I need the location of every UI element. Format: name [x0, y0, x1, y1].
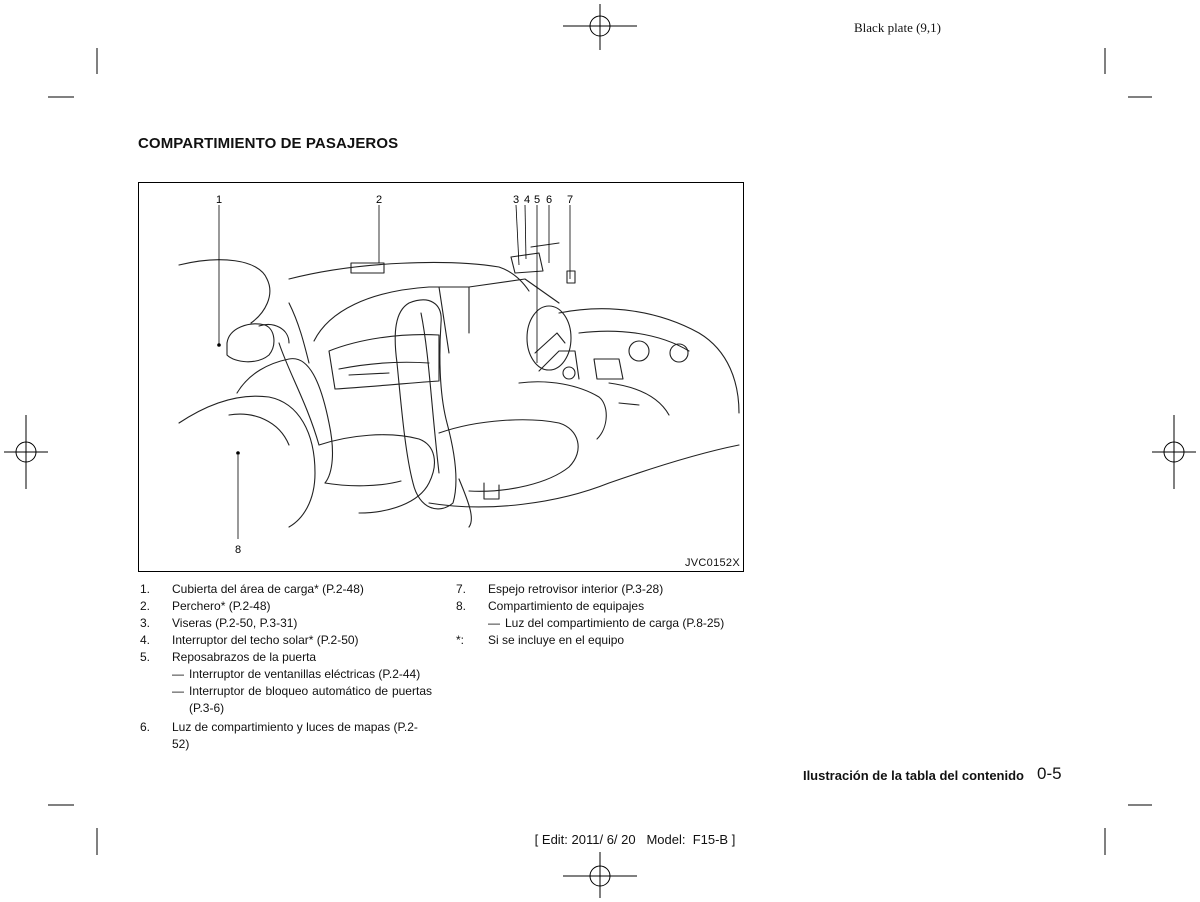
- plate-label: Black plate (9,1): [854, 20, 941, 35]
- callout-3: 3: [513, 194, 519, 206]
- rear-headrest: [226, 323, 275, 363]
- legend-text: Compartimiento de equipajes: [488, 599, 645, 613]
- legend-sub-item: — Luz del compartimiento de carga (P.8-2…: [488, 615, 746, 632]
- legend-text: Perchero* (P.2-48): [172, 599, 271, 613]
- legend-left-column: 1. Cubierta del área de carga* (P.2-48) …: [140, 581, 432, 753]
- coat-hook-shape: [350, 262, 385, 274]
- footer-section-title: Ilustración de la tabla del contenido: [802, 768, 1024, 783]
- rear-seat-back: [236, 358, 334, 484]
- registration-mark-left: [4, 415, 48, 489]
- door-armrest: [328, 334, 440, 390]
- legend-sub-text: Interruptor de bloqueo automático de pue…: [189, 684, 432, 715]
- steering-wheel: [526, 305, 572, 371]
- sub-dash: —: [172, 667, 184, 681]
- legend-number: 5.: [140, 650, 151, 664]
- legend-number: 6.: [140, 720, 151, 734]
- figure-code: JVC0152X: [685, 557, 740, 569]
- sub-dash: —: [172, 684, 184, 698]
- legend-sub-text: Interruptor de ventanillas eléctricas (P…: [189, 667, 421, 681]
- legend-item: 7. Espejo retrovisor interior (P.3-28): [456, 581, 746, 598]
- sub-dash: —: [488, 616, 500, 630]
- legend-text: Viseras (P.2-50, P.3-31): [172, 616, 298, 630]
- registration-mark-top: [563, 4, 637, 50]
- legend-item: *: Si se incluye en el equipo: [456, 632, 746, 649]
- legend-text: Luz de compartimiento y luces de mapas (…: [172, 720, 418, 751]
- legend-item: 8. Compartimiento de equipajes: [456, 598, 746, 615]
- legend-sub-item: — Interruptor de ventanillas eléctricas …: [172, 666, 432, 683]
- legend-number: *:: [456, 633, 465, 647]
- legend-number: 4.: [140, 633, 151, 647]
- callout-1: 1: [216, 194, 222, 206]
- callout-6: 6: [546, 194, 552, 206]
- passenger-compartment-figure: 1 2 3 4 5 6 7 8 JVC0152X: [138, 182, 744, 572]
- legend-text: Espejo retrovisor interior (P.3-28): [488, 582, 664, 596]
- legend-item: 1. Cubierta del área de carga* (P.2-48): [140, 581, 432, 598]
- callout-8: 8: [235, 544, 241, 556]
- callout-7: 7: [567, 194, 573, 206]
- legend-number: 2.: [140, 599, 151, 613]
- rearview-mirror-shape: [566, 270, 576, 284]
- page-number: 0-5: [1037, 764, 1062, 783]
- legend-text: Si se incluye en el equipo: [488, 633, 625, 647]
- callout-2: 2: [376, 194, 382, 206]
- registration-mark-right: [1152, 415, 1196, 489]
- sun-visor: [510, 252, 544, 274]
- legend-text: Reposabrazos de la puerta: [172, 650, 317, 664]
- callout-5: 5: [534, 194, 540, 206]
- legend-number: 8.: [456, 599, 467, 613]
- legend-text: Cubierta del área de carga* (P.2-48): [172, 582, 364, 596]
- headliner-outline: [178, 259, 271, 324]
- front-seat: [394, 299, 457, 510]
- edit-stamp: [ Edit: 2011/ 6/ 20 Model: F15-B ]: [534, 832, 736, 847]
- registration-mark-bottom: [563, 852, 637, 898]
- legend-number: 3.: [140, 616, 151, 630]
- legend-item: 2. Perchero* (P.2-48): [140, 598, 432, 615]
- legend-item: 6. Luz de compartimiento y luces de mapa…: [140, 719, 432, 753]
- legend-number: 1.: [140, 582, 151, 596]
- callout-4: 4: [524, 194, 530, 206]
- legend-sub-item: — Interruptor de bloqueo automático de p…: [172, 683, 432, 717]
- legend-text: Interruptor del techo solar* (P.2-50): [172, 633, 359, 647]
- legend-item: 3. Viseras (P.2-50, P.3-31): [140, 615, 432, 632]
- legend-sub-text: Luz del compartimiento de carga (P.8-25): [505, 616, 725, 630]
- legend-item: 5. Reposabrazos de la puerta: [140, 649, 432, 666]
- legend-item: 4. Interruptor del techo solar* (P.2-50): [140, 632, 432, 649]
- car-interior-illustration: 1 2 3 4 5 6 7 8: [178, 194, 740, 556]
- legend-number: 7.: [456, 582, 467, 596]
- section-title: COMPARTIMIENTO DE PASAJEROS: [138, 135, 399, 152]
- dashboard: [558, 308, 740, 414]
- legend-right-column: 7. Espejo retrovisor interior (P.3-28) 8…: [456, 581, 746, 649]
